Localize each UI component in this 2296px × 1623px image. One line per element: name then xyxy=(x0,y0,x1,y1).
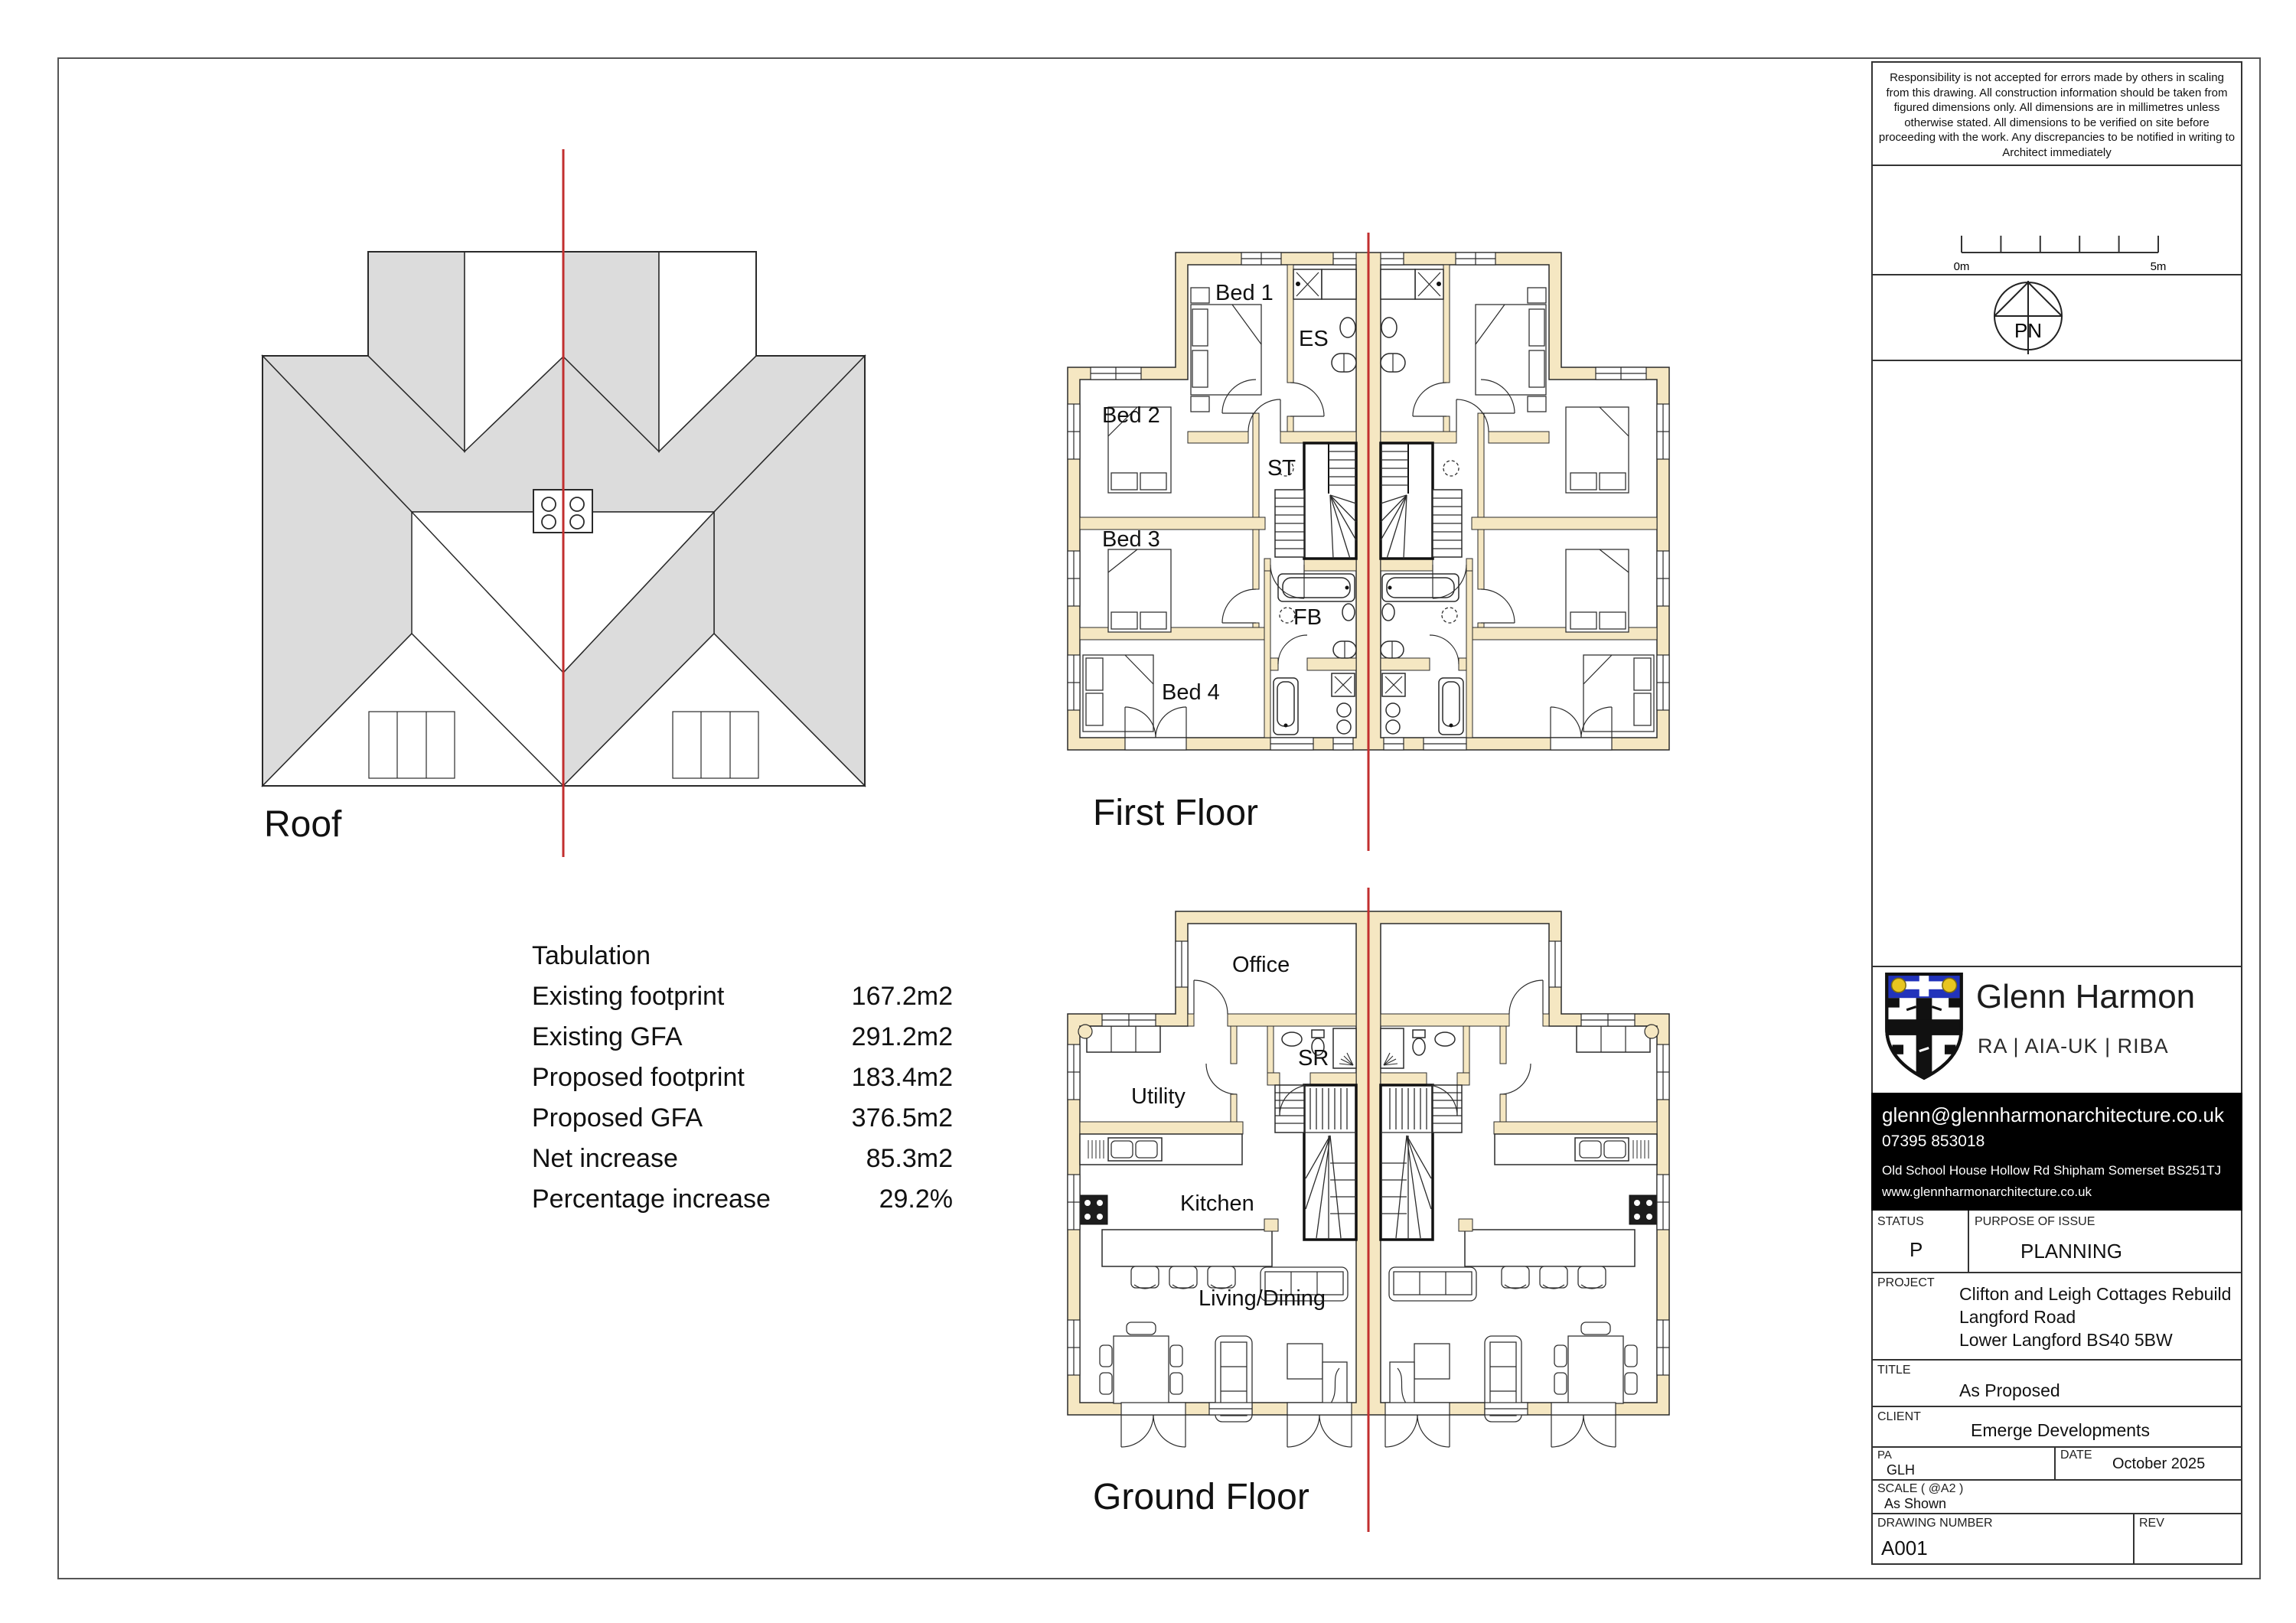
first-floor-room-labels: Bed 1 ES Bed 2 ST Bed 3 FB Bed 4 xyxy=(1102,281,1329,705)
tab-value: 29.2% xyxy=(879,1185,953,1214)
tabulation-title: Tabulation xyxy=(532,941,651,970)
contact-address: Old School House Hollow Rd Shipham Somer… xyxy=(1882,1163,2222,1178)
room-label-fb: FB xyxy=(1293,605,1322,630)
purpose-of-issue-label: PURPOSE OF ISSUE xyxy=(1975,1215,2095,1228)
tab-value: 376.5m2 xyxy=(851,1103,953,1133)
project-label: PROJECT xyxy=(1877,1276,1935,1289)
room-label-bed3: Bed 3 xyxy=(1102,527,1160,552)
project-line3: Lower Langford BS40 5BW xyxy=(1959,1330,2173,1350)
tabulation-row: Net increase 85.3m2 xyxy=(532,1144,953,1185)
tab-value: 291.2m2 xyxy=(851,1022,953,1051)
practice-credentials: RA | AIA-UK | RIBA xyxy=(1978,1035,2169,1058)
scale-start-label: 0m xyxy=(1954,260,1970,273)
pa-value: GLH xyxy=(1887,1462,1916,1478)
tabulation-row: Proposed GFA 376.5m2 xyxy=(532,1103,953,1144)
contact-phone: 07395 853018 xyxy=(1882,1133,1985,1150)
title-block xyxy=(1871,61,2242,1565)
date-value: October 2025 xyxy=(2112,1455,2206,1472)
project-line1: Clifton and Leigh Cottages Rebuild xyxy=(1959,1284,2232,1304)
drawing-number-label: DRAWING NUMBER xyxy=(1877,1517,1993,1530)
room-label-office: Office xyxy=(1232,953,1290,977)
purpose-of-issue-value: PLANNING xyxy=(2020,1240,2122,1263)
sheet-border xyxy=(57,57,2261,1579)
contact-block: glenn@glennharmonarchitecture.co.uk 0739… xyxy=(1871,1093,2242,1211)
tabulation-row: Proposed footprint 183.4m2 xyxy=(532,1063,953,1103)
room-label-living: Living/Dining xyxy=(1199,1286,1326,1311)
drawing-title-value: As Proposed xyxy=(1959,1380,2060,1400)
contact-email: glenn@glennharmonarchitecture.co.uk xyxy=(1882,1103,2224,1126)
status-value: P xyxy=(1910,1238,1923,1261)
tab-label: Proposed GFA xyxy=(532,1103,703,1133)
pa-label: PA xyxy=(1877,1449,1892,1462)
scale-value: As Shown xyxy=(1884,1496,1947,1511)
scale-end-label: 5m xyxy=(2151,260,2167,273)
contact-website: www.glennharmonarchitecture.co.uk xyxy=(1882,1185,2092,1199)
first-floor-plan: Bed 1 ES Bed 2 ST Bed 3 FB Bed 4 First F… xyxy=(1066,233,1671,851)
ground-floor-title: Ground Floor xyxy=(1093,1477,1309,1517)
tab-label: Existing footprint xyxy=(532,982,725,1011)
tab-label: Percentage increase xyxy=(532,1185,771,1214)
north-arrow-label: PN xyxy=(2014,319,2042,342)
tabulation-row: Existing GFA 291.2m2 xyxy=(532,1022,953,1063)
tab-value: 167.2m2 xyxy=(851,982,953,1011)
ground-floor-room-labels: Office SR Utility Kitchen Living/Dining xyxy=(1131,953,1329,1311)
disclaimer: Responsibility is not accepted for error… xyxy=(1878,71,2236,159)
room-label-kitchen: Kitchen xyxy=(1180,1191,1254,1216)
tabulation-row: Existing footprint 167.2m2 xyxy=(532,982,953,1022)
client-value: Emerge Developments xyxy=(1971,1420,2150,1440)
date-label: DATE xyxy=(2060,1449,2092,1462)
status-label: STATUS xyxy=(1877,1215,1924,1228)
room-label-es: ES xyxy=(1299,327,1329,351)
tab-label: Proposed footprint xyxy=(532,1063,745,1092)
scale-bar: 0m 5m xyxy=(1954,236,2167,273)
roof-plan-title: Roof xyxy=(264,804,342,845)
roof-window xyxy=(672,711,759,779)
tab-label: Existing GFA xyxy=(532,1022,683,1051)
tabulation-row: Percentage increase 29.2% xyxy=(532,1185,953,1225)
room-label-bed1: Bed 1 xyxy=(1215,281,1274,305)
scale-label: SCALE ( @A2 ) xyxy=(1877,1482,1964,1495)
roof-slopes xyxy=(261,251,866,787)
tab-value: 183.4m2 xyxy=(851,1063,953,1092)
tab-label: Net increase xyxy=(532,1144,678,1173)
roof-plan: Roof xyxy=(261,149,866,857)
north-arrow-icon: PN xyxy=(1994,281,2063,354)
drawing-number-value: A001 xyxy=(1881,1537,1928,1559)
project-line2: Langford Road xyxy=(1959,1307,2076,1327)
practice-name: Glenn Harmon xyxy=(1976,978,2196,1015)
room-label-st: ST xyxy=(1267,456,1296,481)
room-label-bed4: Bed 4 xyxy=(1162,680,1220,705)
room-label-sr: SR xyxy=(1298,1046,1329,1071)
room-label-bed2: Bed 2 xyxy=(1102,403,1160,428)
practice-crest-icon xyxy=(1885,973,1963,1080)
rev-label: REV xyxy=(2139,1517,2164,1530)
drawing-title-label: TITLE xyxy=(1877,1364,1911,1377)
roof-window xyxy=(368,711,455,779)
room-label-utility: Utility xyxy=(1131,1084,1186,1109)
first-floor-title: First Floor xyxy=(1093,793,1258,833)
tabulation-block: Tabulation Existing footprint 167.2m2 Ex… xyxy=(532,941,953,1225)
ground-floor-plan: Office SR Utility Kitchen Living/Dining … xyxy=(1066,888,1671,1532)
client-label: CLIENT xyxy=(1877,1410,1921,1423)
tab-value: 85.3m2 xyxy=(866,1144,953,1173)
